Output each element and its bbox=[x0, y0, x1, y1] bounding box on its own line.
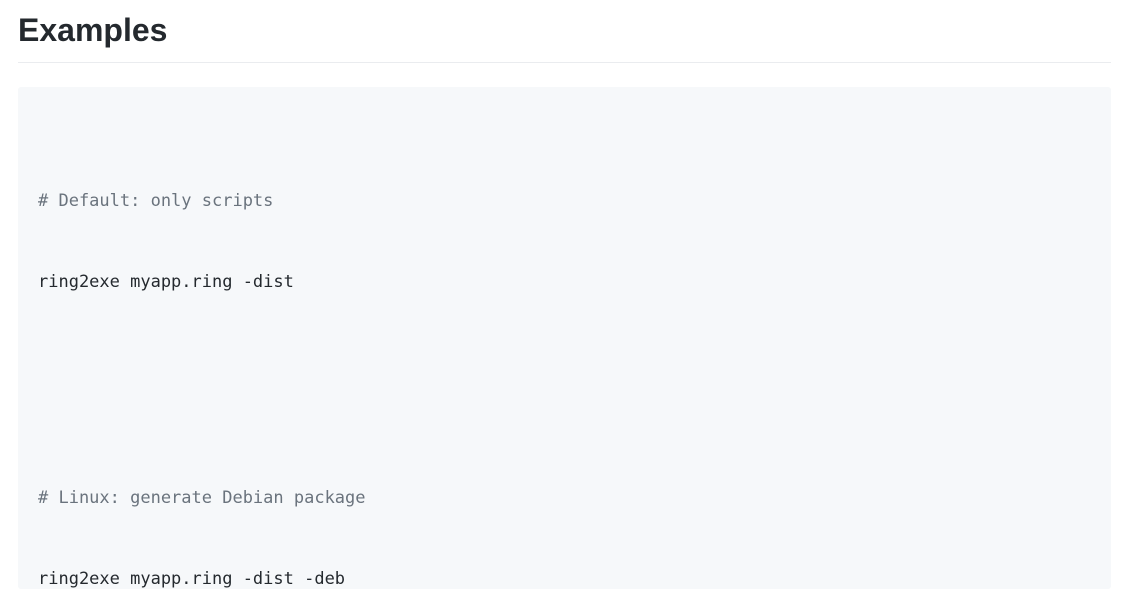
code-comment-line: # Linux: generate Debian package bbox=[38, 487, 366, 508]
code-comment-line: # Default: only scripts bbox=[38, 190, 274, 211]
code-block: # Default: only scripts ring2exe myapp.r… bbox=[18, 86, 1111, 589]
content-area: Examples # Default: only scripts ring2ex… bbox=[18, 10, 1111, 589]
page-title: Examples bbox=[18, 10, 1111, 63]
code-pre: # Default: only scripts ring2exe myapp.r… bbox=[38, 107, 1091, 589]
code-example-group: # Default: only scripts ring2exe myapp.r… bbox=[38, 134, 1091, 350]
code-command-line: ring2exe myapp.ring -dist -deb bbox=[38, 568, 346, 589]
code-command-line: ring2exe myapp.ring -dist bbox=[38, 271, 294, 292]
code-example-group: # Linux: generate Debian package ring2ex… bbox=[38, 431, 1091, 589]
